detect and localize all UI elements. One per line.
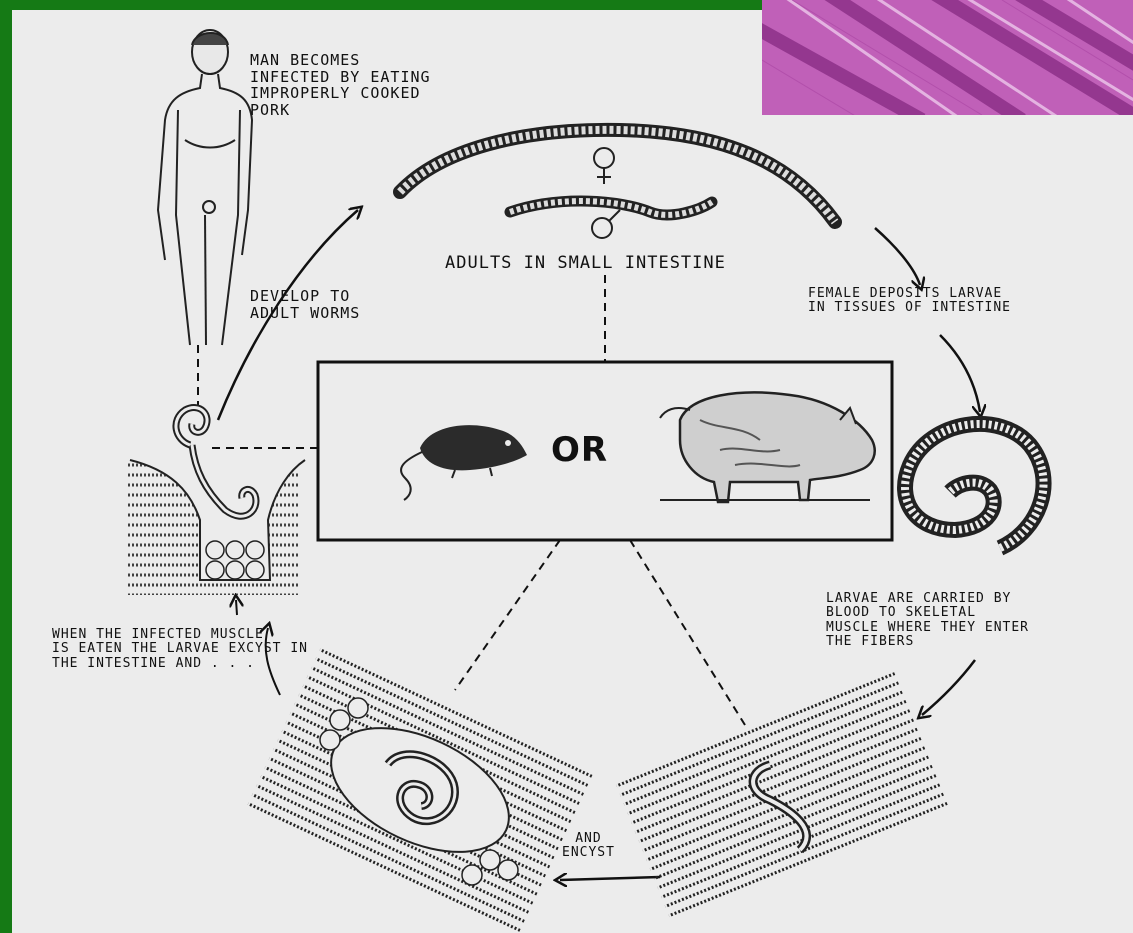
develop-label: DEVELOP TO ADULT WORMS: [250, 288, 360, 321]
adults-label: ADULTS IN SMALL INTESTINE: [445, 254, 726, 273]
muscle-micrograph-image: [762, 0, 1133, 115]
larvae-carried-label: LARVAE ARE CARRIED BY BLOOD TO SKELETAL …: [826, 592, 1029, 649]
arrow-up-to-intestine: [236, 600, 237, 615]
or-label: OR: [551, 430, 608, 470]
and-encyst-label: AND ENCYST: [562, 832, 615, 861]
female-deposits-label: FEMALE DEPOSITS LARVAE IN TISSUES OF INT…: [808, 287, 1011, 316]
infected-muscle-label: WHEN THE INFECTED MUSCLE IS EATEN THE LA…: [52, 628, 308, 671]
man-infected-label: MAN BECOMES INFECTED BY EATING IMPROPERL…: [250, 52, 431, 118]
